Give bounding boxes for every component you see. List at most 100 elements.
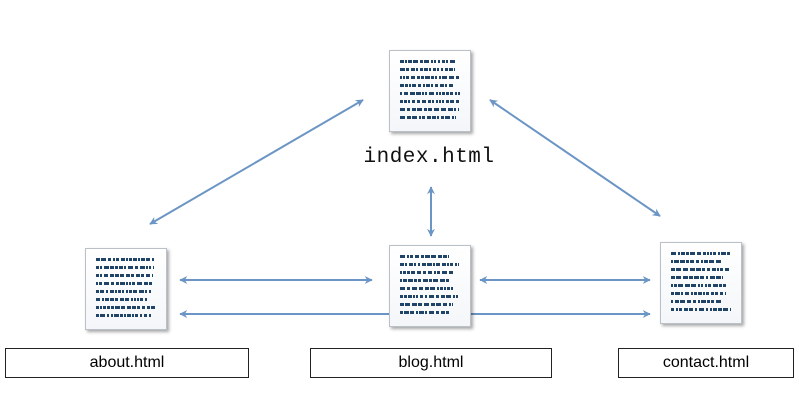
text-line-mark (698, 292, 702, 295)
text-line-mark (437, 287, 439, 290)
text-line-mark (140, 314, 142, 317)
text-line-mark (404, 295, 407, 298)
text-line-mark (126, 258, 128, 261)
text-line-mark (400, 271, 402, 274)
text-line-mark (126, 274, 130, 277)
document-icon-index (389, 50, 471, 132)
text-line-mark (450, 60, 455, 63)
text-line-mark (424, 68, 428, 71)
contact-page-label: contact.html (618, 348, 794, 378)
text-line-mark (440, 287, 443, 290)
text-line-mark (442, 60, 445, 63)
text-line-mark (425, 92, 427, 95)
text-line-mark (142, 306, 145, 309)
text-line-mark (458, 263, 459, 266)
text-line-mark (433, 263, 435, 266)
text-line-mark (408, 100, 410, 103)
text-line-mark (446, 279, 449, 282)
text-line-mark (695, 308, 697, 311)
text-line-mark (116, 258, 119, 261)
text-line-mark (120, 282, 125, 285)
text-line-mark (671, 284, 673, 287)
text-line-mark (433, 68, 436, 71)
text-line-mark (448, 255, 449, 258)
text-line-mark (445, 116, 450, 119)
text-line-mark (706, 276, 708, 279)
text-line-mark (124, 314, 126, 317)
text-line-mark (149, 314, 151, 317)
text-line-mark (405, 263, 407, 266)
text-line-mark (406, 76, 409, 79)
text-line-mark (445, 68, 448, 71)
text-line-mark (405, 303, 410, 306)
text-line-mark (686, 260, 689, 263)
text-line-mark (689, 308, 693, 311)
text-line-mark (678, 284, 683, 287)
text-line-mark (137, 306, 140, 309)
text-line-mark (715, 292, 718, 295)
text-line-mark (131, 274, 134, 277)
text-line-mark (691, 284, 696, 287)
text-line-mark (114, 314, 119, 317)
text-line-mark (411, 68, 415, 71)
text-line-mark (449, 84, 453, 87)
text-line-mark (416, 92, 421, 95)
text-line-mark (458, 108, 459, 111)
text-line-mark (685, 284, 690, 287)
text-line-mark (716, 260, 721, 263)
text-line-mark (674, 260, 679, 263)
text-line-mark (681, 292, 683, 295)
text-line-mark (703, 292, 705, 295)
text-line-mark (455, 92, 457, 95)
text-line-mark (413, 295, 415, 298)
text-line-mark (722, 276, 723, 279)
text-line-mark (427, 116, 431, 119)
text-line-mark (115, 298, 118, 301)
text-line-mark (400, 92, 402, 95)
text-line-mark (127, 314, 131, 317)
text-line-mark (725, 292, 726, 295)
text-line-mark (675, 300, 679, 303)
text-line-mark (450, 100, 454, 103)
text-line-mark (432, 100, 434, 103)
index-page-label: index.html (363, 146, 495, 169)
text-line-mark (411, 271, 415, 274)
text-line-mark (407, 287, 410, 290)
text-line-mark (707, 300, 710, 303)
text-line-mark (107, 314, 109, 317)
text-line-mark (690, 260, 694, 263)
text-line-mark (116, 282, 119, 285)
text-line-mark (400, 295, 403, 298)
text-line-mark (101, 258, 106, 261)
text-line-mark (99, 282, 102, 285)
text-line-mark (414, 279, 417, 282)
text-line-mark (406, 68, 409, 71)
text-line-mark (416, 311, 418, 314)
text-line-mark (704, 260, 708, 263)
text-line-mark (681, 252, 685, 255)
text-line-mark (121, 258, 125, 261)
text-line-mark (400, 60, 404, 63)
text-line-mark (419, 311, 424, 314)
text-line-mark (431, 76, 434, 79)
text-line-mark (691, 292, 693, 295)
text-line-mark (96, 258, 100, 261)
text-line-mark (439, 76, 441, 79)
text-line-mark (428, 271, 432, 274)
text-line-mark (410, 255, 413, 258)
text-line-mark (423, 279, 428, 282)
text-line-mark (706, 308, 708, 311)
text-line-mark (400, 263, 404, 266)
text-line-mark (100, 306, 102, 309)
text-line-mark (446, 295, 451, 298)
text-line-mark (671, 260, 673, 263)
text-line-mark (414, 263, 416, 266)
text-line-mark (420, 68, 423, 71)
text-line-mark (132, 306, 136, 309)
text-line-mark (447, 287, 450, 290)
text-line-mark (436, 100, 438, 103)
text-line-mark (413, 60, 418, 63)
text-line-mark (96, 298, 100, 301)
text-line-mark (431, 60, 433, 63)
text-line-mark (146, 274, 150, 277)
